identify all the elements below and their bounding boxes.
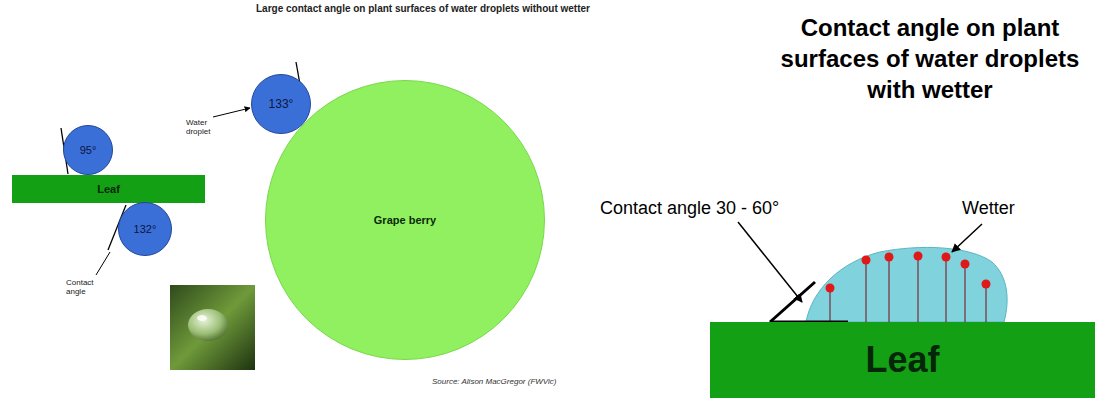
wetter-tail xyxy=(888,257,889,322)
node-label: 132° xyxy=(134,223,157,235)
wetter-tail xyxy=(985,284,986,322)
node-label: 133° xyxy=(269,97,294,111)
grape-berry: Grape berry xyxy=(265,80,545,360)
wetter-head xyxy=(862,256,871,265)
node-label: 95° xyxy=(80,144,97,156)
wetter-head xyxy=(826,284,835,293)
wetter-head xyxy=(942,253,951,262)
leaf-bar: Leaf xyxy=(710,322,1095,398)
leader-arrow xyxy=(738,222,802,302)
water-droplet: 133° xyxy=(251,74,311,134)
node-label: Leaf xyxy=(97,183,120,195)
panel-heading: Large contact angle on plant surfaces of… xyxy=(256,3,676,15)
wetter-head xyxy=(961,260,970,269)
callout-label: Contact angle xyxy=(66,278,110,296)
node-label: Grape berry xyxy=(374,214,436,226)
source-note: Source: Alison MacGregor (FWVic) xyxy=(432,377,632,386)
leader-arrow xyxy=(213,108,250,117)
leaf-bar: Leaf xyxy=(12,175,205,203)
wetter-head xyxy=(982,280,991,289)
wetted-droplet xyxy=(806,247,1007,322)
wetter-tail xyxy=(964,264,965,322)
node-label: Leaf xyxy=(865,339,939,381)
wetter-tail xyxy=(945,257,946,322)
panel-title: Contact angle on plant surfaces of water… xyxy=(772,12,1088,106)
leader-line xyxy=(96,252,110,275)
leader-arrow xyxy=(952,224,982,252)
water-droplet: 132° xyxy=(118,202,172,256)
angle-tangent-line xyxy=(770,282,815,322)
droplet-photo xyxy=(170,285,255,370)
water-droplet-shape xyxy=(64,126,113,175)
grape-berry-shape xyxy=(266,81,545,360)
photo-droplet xyxy=(188,309,228,341)
callout-label: Contact angle 30 - 60° xyxy=(600,198,830,219)
callout-label: Wetter xyxy=(962,198,1052,219)
water-droplet-shape xyxy=(252,75,311,134)
wetter-tail xyxy=(917,256,918,322)
photo-highlight xyxy=(197,315,207,321)
wetter-head xyxy=(914,252,923,261)
wetter-tail xyxy=(865,260,866,322)
water-droplet-shape xyxy=(119,203,172,256)
wetter-head xyxy=(885,253,894,262)
wetter-tail xyxy=(829,288,830,322)
water-droplet: 95° xyxy=(63,125,113,175)
callout-label: Water droplet xyxy=(186,118,226,136)
photo-ground xyxy=(170,285,255,370)
wetter-molecules xyxy=(826,252,991,323)
